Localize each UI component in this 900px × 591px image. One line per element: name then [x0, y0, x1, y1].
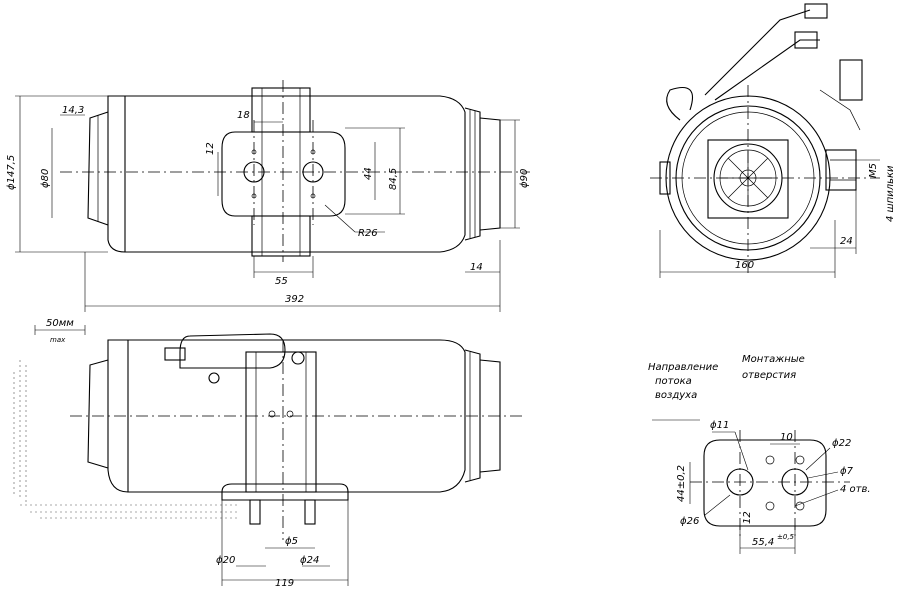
holes-label-2: отверстия	[742, 370, 796, 381]
dim-55: 55	[275, 276, 288, 287]
dim-mount-holes: 4 отв.	[840, 484, 871, 495]
dim-mount-55-4: 55,4	[752, 537, 774, 548]
dim-side-119: 119	[275, 578, 294, 589]
ground-hatch-bottom	[20, 504, 240, 519]
dim-90: ϕ90	[519, 169, 530, 188]
dim-147-5: ϕ147,5	[6, 155, 17, 190]
dim-mount-11: ϕ11	[710, 420, 729, 431]
front-connector-1	[804, 3, 828, 19]
dim-14-3: 14,3	[62, 105, 84, 116]
side-body-outline	[107, 339, 466, 493]
holes-label-1: Монтажные	[742, 354, 805, 365]
side-bracket	[245, 351, 317, 493]
dim-12: 12	[205, 142, 216, 155]
mounting-detail: Направление потока воздуха Монтажные отв…	[648, 354, 871, 554]
top-outlet-ring	[464, 107, 481, 241]
top-mount-plate	[221, 131, 346, 217]
flow-label-1: Направление	[648, 362, 718, 373]
dim-160: 160	[735, 260, 754, 271]
dim-mount-22: ϕ22	[832, 438, 851, 449]
dim-24: 24	[840, 236, 853, 247]
flow-label-3: воздуха	[655, 390, 697, 401]
top-view: ϕ147,5 14,3 ϕ80 18 12 44 84,5 ϕ90 R26 55…	[6, 80, 530, 312]
scale-sub: max	[50, 336, 66, 344]
dim-side-5: ϕ5	[285, 536, 298, 547]
top-body-outline	[107, 95, 466, 253]
front-view: 160 24 M5 4 шпильки	[650, 3, 896, 278]
dim-mount-44: 44±0,2	[676, 465, 687, 502]
front-cable-loop	[666, 86, 694, 121]
mount-plate-outline	[703, 439, 827, 527]
side-base-flange	[221, 483, 349, 501]
dim-r26: R26	[358, 228, 378, 239]
front-connector-3	[839, 59, 863, 101]
dim-mount-26: ϕ26	[680, 516, 699, 527]
dim-44: 44	[363, 167, 374, 180]
ground-hatch-left	[13, 360, 27, 505]
dim-392: 392	[285, 294, 304, 305]
dim-mount-12: 12	[742, 511, 753, 524]
dim-14: 14	[470, 262, 483, 273]
scale-value: 50мм	[46, 318, 74, 329]
dim-18: 18	[237, 110, 250, 121]
front-mount-tab	[825, 149, 857, 191]
dim-mount-7: ϕ7	[840, 466, 854, 477]
dim-mount-10: 10	[780, 432, 793, 443]
top-mount-bracket	[251, 87, 311, 133]
front-connector-2	[794, 31, 818, 49]
dim-80: ϕ80	[40, 169, 51, 188]
dim-side-24: ϕ24	[300, 555, 319, 566]
side-top-component	[179, 333, 286, 369]
dim-studs: 4 шпильки	[885, 165, 896, 222]
dim-mount-tol: ±0,5	[777, 533, 795, 541]
side-view: 50мм max ϕ20 ϕ5 ϕ24	[13, 318, 525, 589]
dim-m5: M5	[868, 163, 879, 178]
dim-84-5: 84,5	[388, 168, 399, 190]
flow-label-2: потока	[655, 376, 692, 387]
dim-side-20: ϕ20	[216, 555, 235, 566]
